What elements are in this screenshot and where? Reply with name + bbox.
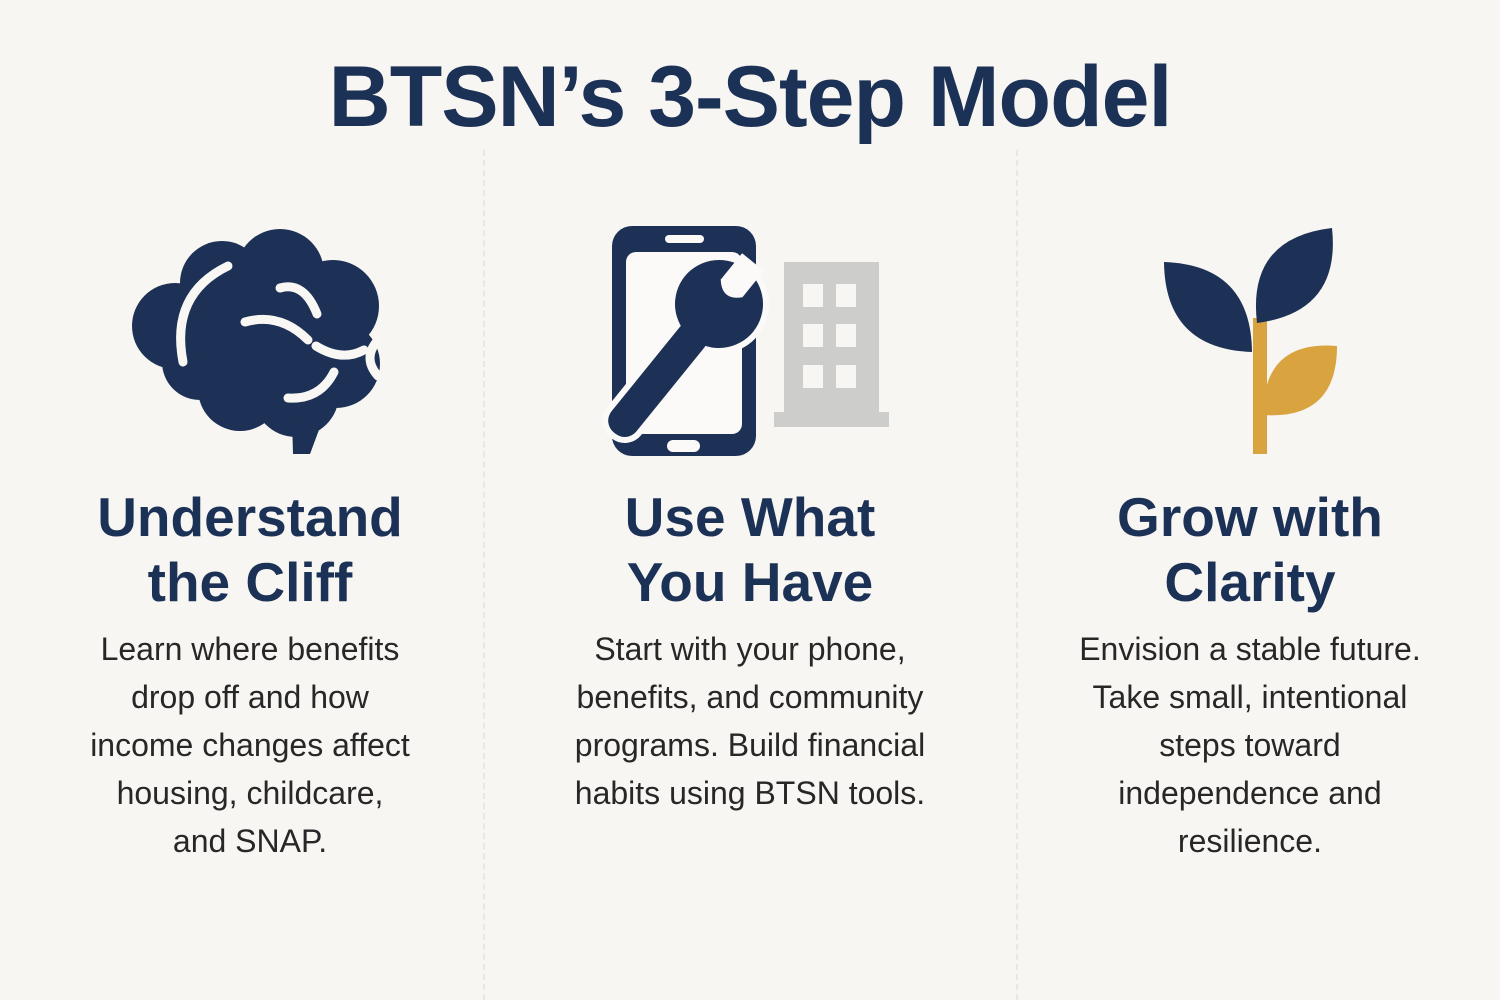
step-column-understand-the-cliff: Understand the Cliff Learn where benefit… <box>0 205 500 865</box>
brain-icon <box>120 205 380 477</box>
step-heading: Use What You Have <box>624 486 876 613</box>
step-description: Start with your phone, benefits, and com… <box>574 630 926 811</box>
step-description: Envision a stable future. Take small, in… <box>1079 630 1421 859</box>
steps-row: Understand the Cliff Learn where benefit… <box>0 205 1500 865</box>
phone-wrench-building-icon <box>602 205 898 477</box>
column-divider <box>483 150 485 1000</box>
column-divider <box>1016 150 1018 1000</box>
step-column-use-what-you-have: Use What You Have Start with your phone,… <box>500 205 1000 865</box>
page-title: BTSN’s 3-Step Model <box>328 49 1173 145</box>
plant-growth-icon <box>1160 205 1340 477</box>
step-heading: Understand the Cliff <box>97 486 403 613</box>
step-column-grow-with-clarity: Grow with Clarity Envision a stable futu… <box>1000 205 1500 865</box>
step-heading: Grow with Clarity <box>1117 486 1383 613</box>
step-description: Learn where benefits drop off and how in… <box>90 630 410 859</box>
